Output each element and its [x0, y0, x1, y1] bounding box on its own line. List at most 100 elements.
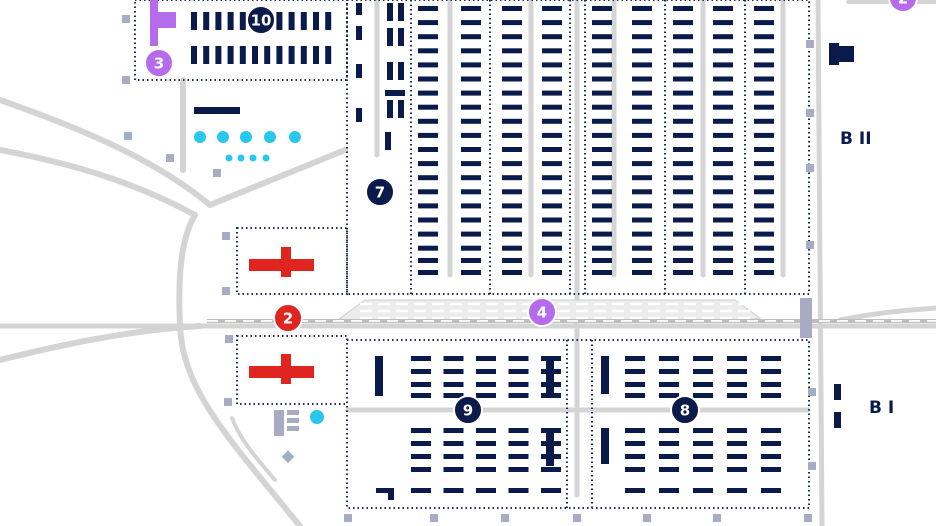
barrack-icon — [625, 467, 645, 472]
barrack-icon — [754, 34, 774, 40]
barrack-icon — [632, 34, 652, 40]
watchtower-icon — [344, 514, 352, 522]
barrack-icon — [632, 203, 652, 209]
barrack-icon — [592, 118, 612, 124]
barrack-icon — [754, 203, 774, 209]
barrack-icon — [194, 107, 240, 114]
barrack-icon — [398, 28, 404, 46]
barrack-icon — [398, 62, 404, 80]
features-layer — [122, 0, 816, 522]
poi-marker-2: 2 — [273, 303, 303, 333]
barrack-icon — [625, 393, 645, 398]
barrack-icon — [625, 382, 645, 387]
barrack-icon — [387, 100, 393, 118]
crematorium-icon — [249, 354, 314, 384]
barrack-icon — [387, 3, 393, 21]
barrack-icon — [659, 454, 679, 459]
barrack-icon — [411, 441, 431, 446]
barrack-icon — [625, 356, 645, 361]
barrack-icon — [411, 369, 431, 374]
barrack-icon — [673, 161, 693, 167]
barrack-icon — [693, 441, 713, 446]
barrack-icon — [418, 104, 438, 110]
barrack-icon — [508, 488, 529, 493]
poi-marker-2-top: 2 — [888, 0, 918, 13]
poi-marker-label: 2 — [898, 0, 908, 8]
building-icon — [287, 418, 299, 423]
barrack-icon — [461, 175, 481, 181]
barrack-icon — [418, 48, 438, 54]
barrack-icon — [461, 48, 481, 54]
barrack-icon — [625, 488, 645, 493]
barrack-icon — [632, 118, 652, 124]
barrack-icon — [727, 488, 747, 493]
barrack-icon — [388, 488, 394, 500]
barrack-icon — [659, 428, 679, 433]
barrack-icon — [754, 245, 774, 251]
barrack-icon — [461, 217, 481, 223]
barrack-icon — [713, 34, 733, 40]
barrack-icon — [632, 217, 652, 223]
barrack-icon — [215, 46, 222, 64]
building-icon — [274, 410, 284, 436]
barrack-icon — [418, 258, 438, 263]
barrack-icon — [502, 258, 522, 263]
barrack-icon — [713, 175, 733, 181]
barrack-icon — [461, 104, 481, 110]
watchtower-icon — [808, 462, 816, 470]
barrack-icon — [754, 104, 774, 110]
barrack-icon — [592, 62, 612, 68]
barrack-icon — [288, 12, 295, 30]
barrack-icon — [693, 467, 713, 472]
barrack-icon — [443, 369, 464, 374]
railway-icon — [207, 299, 936, 323]
barrack-icon — [754, 189, 774, 195]
barrack-icon — [502, 48, 522, 54]
barrack-icon — [542, 76, 562, 82]
barrack-icon — [502, 76, 522, 82]
barrack-icon — [264, 46, 271, 64]
barrack-icon — [276, 46, 283, 64]
barrack-icon — [659, 488, 679, 493]
barrack-icon — [542, 245, 562, 251]
watchtower-icon — [573, 514, 581, 522]
barrack-icon — [542, 90, 562, 96]
barrack-icon — [418, 90, 438, 96]
barrack-icon — [673, 175, 693, 181]
barrack-icon — [713, 189, 733, 195]
barrack-icon — [754, 147, 774, 152]
watchtower-icon — [806, 109, 814, 117]
poi-marker-3: 3 — [144, 48, 174, 78]
poi-marker-4: 4 — [527, 297, 557, 327]
barrack-icon — [542, 161, 562, 167]
barrack-icon — [191, 46, 197, 64]
barrack-icon — [461, 76, 481, 82]
barrack-icon — [761, 369, 781, 374]
building-icon — [287, 426, 299, 431]
barrack-icon — [461, 161, 481, 167]
watchtower-icon — [804, 514, 812, 522]
barrack-icon — [713, 6, 733, 11]
barrack-icon — [829, 43, 839, 65]
barrack-icon — [443, 441, 464, 446]
barrack-icon — [592, 161, 612, 167]
barrack-icon — [461, 20, 481, 26]
barrack-icon — [834, 412, 841, 428]
barrack-icon — [673, 231, 693, 237]
barrack-icon — [508, 441, 529, 446]
barrack-icon — [713, 217, 733, 223]
watchtower-icon — [213, 169, 221, 177]
barrack-icon — [508, 369, 529, 374]
barrack-icon — [541, 467, 561, 472]
barrack-icon — [508, 356, 529, 361]
road — [0, 323, 203, 363]
road — [230, 416, 277, 482]
barrack-icon — [252, 46, 258, 64]
barrack-icon — [502, 6, 522, 11]
barrack-icon — [592, 217, 612, 223]
barrack-icon — [713, 231, 733, 237]
building-icon — [287, 410, 299, 415]
barrack-icon — [443, 488, 464, 493]
barrack-icon — [411, 382, 431, 387]
